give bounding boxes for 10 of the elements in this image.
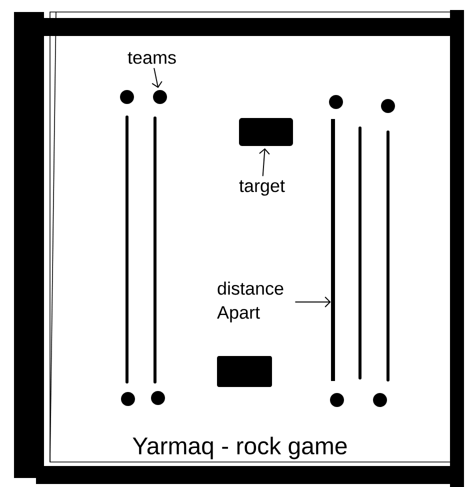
target-block <box>239 118 293 146</box>
label-text: target <box>239 180 285 196</box>
arrow <box>152 68 162 88</box>
title: Yarmaq - rock game <box>132 436 347 460</box>
line-mark <box>331 119 335 381</box>
label-text: teams <box>128 52 176 64</box>
arrow <box>258 148 270 177</box>
label-text: distance Apart <box>217 282 284 322</box>
rock-dot <box>153 90 167 104</box>
arrow <box>294 296 331 308</box>
